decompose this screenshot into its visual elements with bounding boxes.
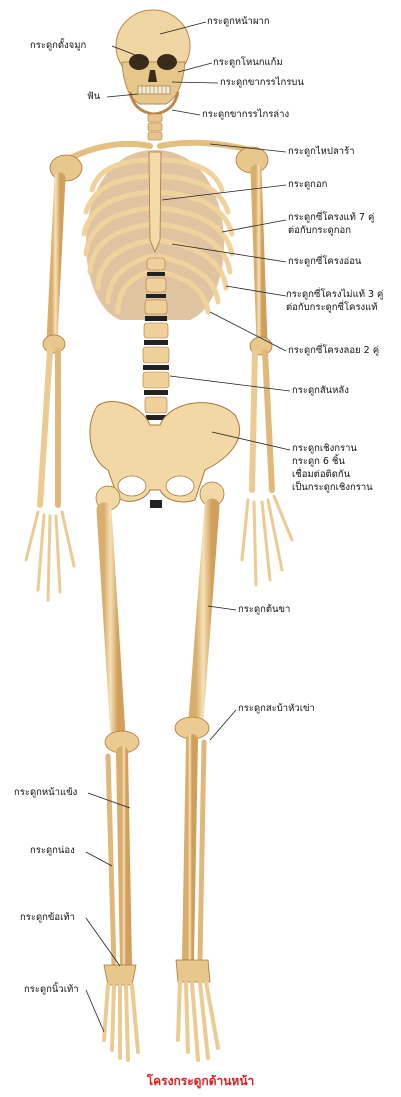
leader-costal-cartilage xyxy=(171,243,287,263)
label-clavicle: กระดูกไหปลาร้า xyxy=(288,146,355,157)
left-leg xyxy=(95,485,140,1062)
label-pelvis-line2: กระดูก 6 ชิ้น xyxy=(292,456,345,467)
label-false-ribs-line1: กระดูกซี่โครงไม่แท้ 3 คู่ xyxy=(286,289,384,300)
leader-ankle xyxy=(85,917,121,967)
leader-spine xyxy=(169,375,291,392)
leader-zygomatic xyxy=(177,62,213,73)
left-arm xyxy=(24,172,76,602)
leader-pelvis xyxy=(211,431,291,451)
skull xyxy=(115,9,191,116)
label-fibula: กระดูกน่อง xyxy=(30,845,75,856)
label-pelvis-line3: เชื่อมต่อติดกัน xyxy=(292,469,351,480)
leader-sternum xyxy=(161,184,287,201)
leader-maxilla xyxy=(171,81,219,84)
label-true-ribs-line2: ต่อกับกระดูกอก xyxy=(288,225,351,236)
label-true-ribs-line1: กระดูกซี่โครงแท้ 7 คู่ xyxy=(288,212,375,223)
leader-fibula xyxy=(85,851,113,867)
label-teeth: ฟัน xyxy=(87,91,101,102)
leader-patella xyxy=(209,709,237,741)
label-toe-bones: กระดูกนิ้วเท้า xyxy=(24,984,79,995)
label-costal-cartilage: กระดูกซี่โครงอ่อน xyxy=(288,256,362,267)
leader-floating-ribs xyxy=(209,311,287,352)
leader-clavicle xyxy=(209,143,287,153)
label-femur: กระดูกต้นขา xyxy=(238,604,291,615)
rib-cage xyxy=(81,150,235,320)
leader-femur xyxy=(207,605,237,611)
right-leg xyxy=(174,481,225,1062)
label-spine: กระดูกสันหลัง xyxy=(292,385,349,396)
right-arm xyxy=(240,164,294,587)
leader-frontal xyxy=(159,21,207,35)
label-pelvis-line1: กระดูกเชิงกราน xyxy=(292,443,357,454)
label-mandible: กระดูกขากรรไกรล่าง xyxy=(202,109,290,120)
label-patella: กระดูกสะบ้าหัวเข่า xyxy=(238,703,315,714)
label-maxilla: กระดูกขากรรไกรบน xyxy=(220,77,304,88)
label-pelvis-line4: เป็นกระดูกเชิงกราน xyxy=(292,482,373,493)
label-ankle-bones: กระดูกข้อเท้า xyxy=(20,912,75,923)
label-zygomatic-bone: กระดูกโหนกแก้ม xyxy=(213,57,283,68)
label-floating-ribs: กระดูกซี่โครงลอย 2 คู่ xyxy=(288,345,380,356)
label-sternum: กระดูกอก xyxy=(288,179,328,190)
leader-mandible xyxy=(171,109,201,116)
neck-vertebrae xyxy=(147,113,163,141)
leader-lines xyxy=(85,21,291,1033)
pelvis xyxy=(89,401,241,508)
figure-caption: โครงกระดูกด้านหน้า xyxy=(146,1074,255,1088)
label-false-ribs-line2: ต่อกับกระดูกซี่โครงแท้ xyxy=(286,302,378,313)
label-nasal-bone: กระดูกดั้งจมูก xyxy=(30,40,87,51)
leader-tibia xyxy=(87,792,131,809)
leader-true-ribs xyxy=(221,219,287,233)
leader-teeth xyxy=(106,93,139,98)
leader-false-ribs xyxy=(225,285,287,297)
leader-nasal xyxy=(111,45,149,61)
leader-toes xyxy=(85,989,105,1033)
lumbar-spine xyxy=(142,257,170,420)
label-tibia: กระดูกหน้าแข้ง xyxy=(14,787,78,798)
label-frontal-bone: กระดูกหน้าผาก xyxy=(207,16,270,27)
